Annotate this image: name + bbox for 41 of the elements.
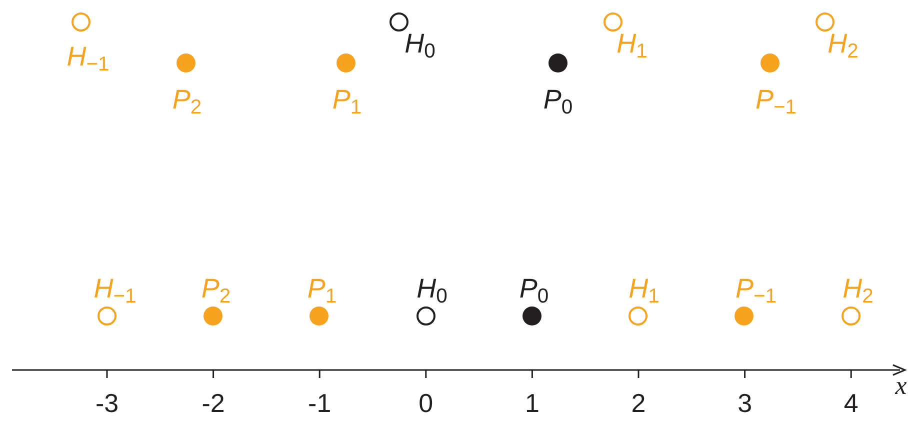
hollow-circle [841,306,861,326]
point-label: P$_{2}$ [201,276,231,302]
filled-dot [309,306,329,326]
hollow-circle [416,306,436,326]
point-label: P$_{1}$ [307,276,337,302]
tick-label: -3 [95,390,119,416]
hollow-circle [603,12,623,32]
point-label: H$_{1}$ [616,30,648,58]
point-label: H$_{0}$ [404,30,436,58]
point-label: P$_{−1}$ [755,86,797,114]
filled-dot [336,53,356,73]
filled-dot [176,53,196,73]
tick-label: 2 [631,390,646,416]
filled-dot [548,53,568,73]
point-label: P$_{−1}$ [735,276,777,302]
point-label: P$_{0}$ [519,276,549,302]
point-label: H$_{1}$ [628,276,660,302]
tick-label: 1 [524,390,540,416]
hollow-circle [97,306,117,326]
hollow-circle [389,12,409,32]
filled-dot [522,306,542,326]
tick-label: -2 [202,390,225,416]
filled-dot [203,306,223,326]
point-label: H$_{0}$ [416,276,448,302]
point-label: H$_{−1}$ [66,44,110,70]
point-label: P$_{2}$ [172,86,202,114]
hollow-circle [628,306,648,326]
filled-dot [760,53,780,73]
hollow-circle [71,12,91,32]
tick-label: 0 [418,390,434,416]
filled-dot [734,306,754,326]
point-label: H$_{−1}$ [94,276,136,302]
point-label: H$_{2}$ [842,276,874,302]
tick-label: 4 [844,390,858,416]
hollow-circle [815,12,835,32]
tick-label: 3 [738,390,752,416]
point-label: P$_{1}$ [332,86,362,114]
axis-label: x [895,373,907,399]
tick-label: -1 [308,390,332,416]
point-label: P$_{0}$ [543,86,573,114]
point-label: H$_{2}$ [828,30,858,58]
